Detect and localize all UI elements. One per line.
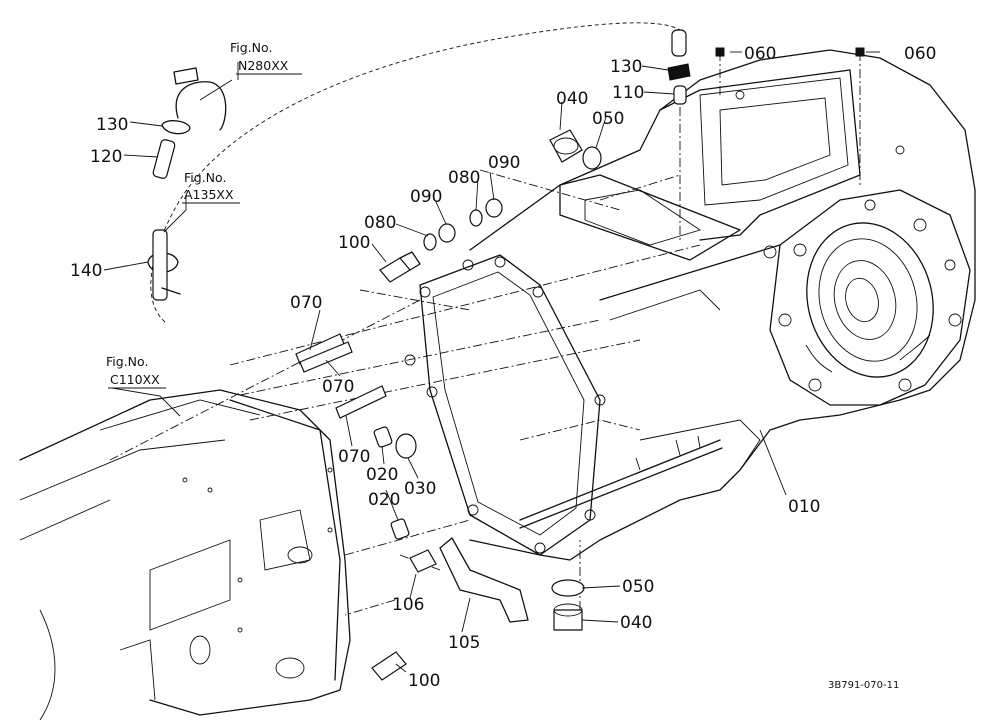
plug-040-bottom [553,609,583,631]
dowel-pin-020-lower [390,518,410,540]
ref-c110-title: Fig.No. [106,354,148,369]
label-070-middle: 070 [322,377,354,397]
label-050-bottom: 050 [622,577,654,597]
label-020-upper: 020 [366,465,398,485]
bent-pipe [175,81,227,131]
label-080-upper: 080 [448,168,480,188]
leader-lines [103,51,880,673]
label-040-top: 040 [556,89,588,109]
label-010: 010 [788,497,820,517]
label-100-upper: 100 [338,233,370,253]
washer-090-b [438,223,456,243]
label-080-lower: 080 [364,213,396,233]
figure-code: 3B791-070-11 [828,680,899,691]
ref-n280-title: Fig.No. [230,40,272,55]
label-070-top: 070 [290,293,322,313]
plug-040-top [549,129,583,163]
washer-080-b [423,233,437,251]
breather-plug-110 [673,85,687,105]
breather-pipe-top [671,29,687,57]
hose-pipe-120 [152,139,176,179]
bracket-105 [439,537,529,623]
ref-a135-title: Fig.No. [184,170,226,185]
label-130-right: 130 [610,57,642,77]
label-020-lower: 020 [368,490,400,510]
label-140: 140 [70,261,102,281]
ref-n280-code: N280XX [238,58,289,73]
bolt-100-upper [379,251,421,283]
label-050-top: 050 [592,109,624,129]
label-110: 110 [612,83,644,103]
hose-clamp-140 [147,229,181,301]
label-030: 030 [404,479,436,499]
label-040-bottom: 040 [620,613,652,633]
label-070-bottom: 070 [338,447,370,467]
clip-130-left [161,120,191,135]
o-ring-030 [395,433,417,459]
set-screw-060-right [855,47,865,57]
assembly-center-lines [109,52,861,616]
seal-050-top [582,146,602,170]
breather-hose-route [150,22,681,323]
label-106: 106 [392,595,424,615]
dowel-pin-020-upper [373,426,393,448]
stud-bolts-070 [295,333,387,419]
ref-c110-code: C110XX [110,372,160,387]
label-090-lower: 090 [410,187,442,207]
bolt-100-lower [371,651,407,681]
washer-080-a [469,209,483,227]
label-130-left: 130 [96,115,128,135]
label-100-lower: 100 [408,671,440,691]
label-060-left: 060 [744,44,776,64]
label-105: 105 [448,633,480,653]
label-120: 120 [90,147,122,167]
housing-gasket-frame [404,254,606,556]
label-060-right: 060 [904,44,936,64]
set-screw-060-left [715,47,725,57]
bolt-106 [409,549,437,573]
seal-050-bottom [551,579,585,597]
front-case [19,389,351,721]
washer-090-a [485,198,503,218]
label-090-upper: 090 [488,153,520,173]
transmission-case [469,49,976,561]
clip-130-right [667,63,691,81]
ref-a135-code: A135XX [184,187,234,202]
